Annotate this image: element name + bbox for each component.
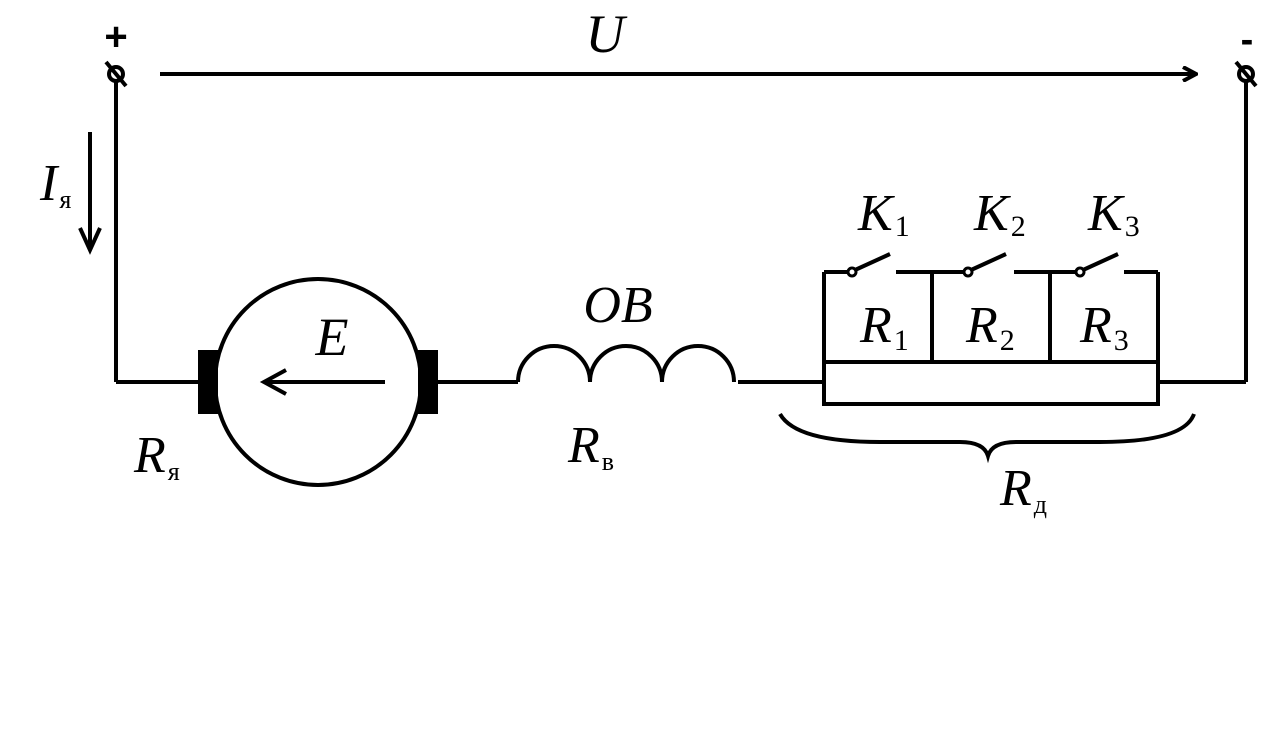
- resistor-label-r2: R2: [965, 297, 1015, 357]
- switch-k1: [824, 252, 932, 278]
- resistance-brace: [778, 412, 1196, 464]
- field-winding-coil: [516, 344, 736, 383]
- voltage-label: U: [586, 4, 628, 64]
- current-arrow: [78, 132, 102, 255]
- switch-k3: [1050, 252, 1158, 278]
- resistor-block: [822, 252, 1160, 406]
- switch-label-k1: K1: [857, 185, 910, 243]
- emf-label: E: [315, 307, 349, 367]
- plus-sign: +: [104, 15, 127, 59]
- additional-resistance-label: Rд: [999, 460, 1047, 519]
- field-resistance-label: Rв: [567, 417, 614, 476]
- minus-sign: -: [1241, 19, 1254, 61]
- resistor-label-r3: R3: [1079, 297, 1129, 357]
- resistor-label-r1: R1: [859, 297, 909, 357]
- brush-left: [198, 350, 218, 414]
- armature-resistance-label: Rя: [133, 427, 180, 486]
- field-winding-label: OB: [583, 277, 652, 334]
- switch-label-k3: K3: [1087, 185, 1140, 243]
- current-label: Iя: [39, 155, 71, 214]
- motor-armature: [198, 277, 438, 487]
- switch-k2: [932, 252, 1050, 278]
- switch-label-k2: K2: [973, 185, 1026, 243]
- brush-right: [418, 350, 438, 414]
